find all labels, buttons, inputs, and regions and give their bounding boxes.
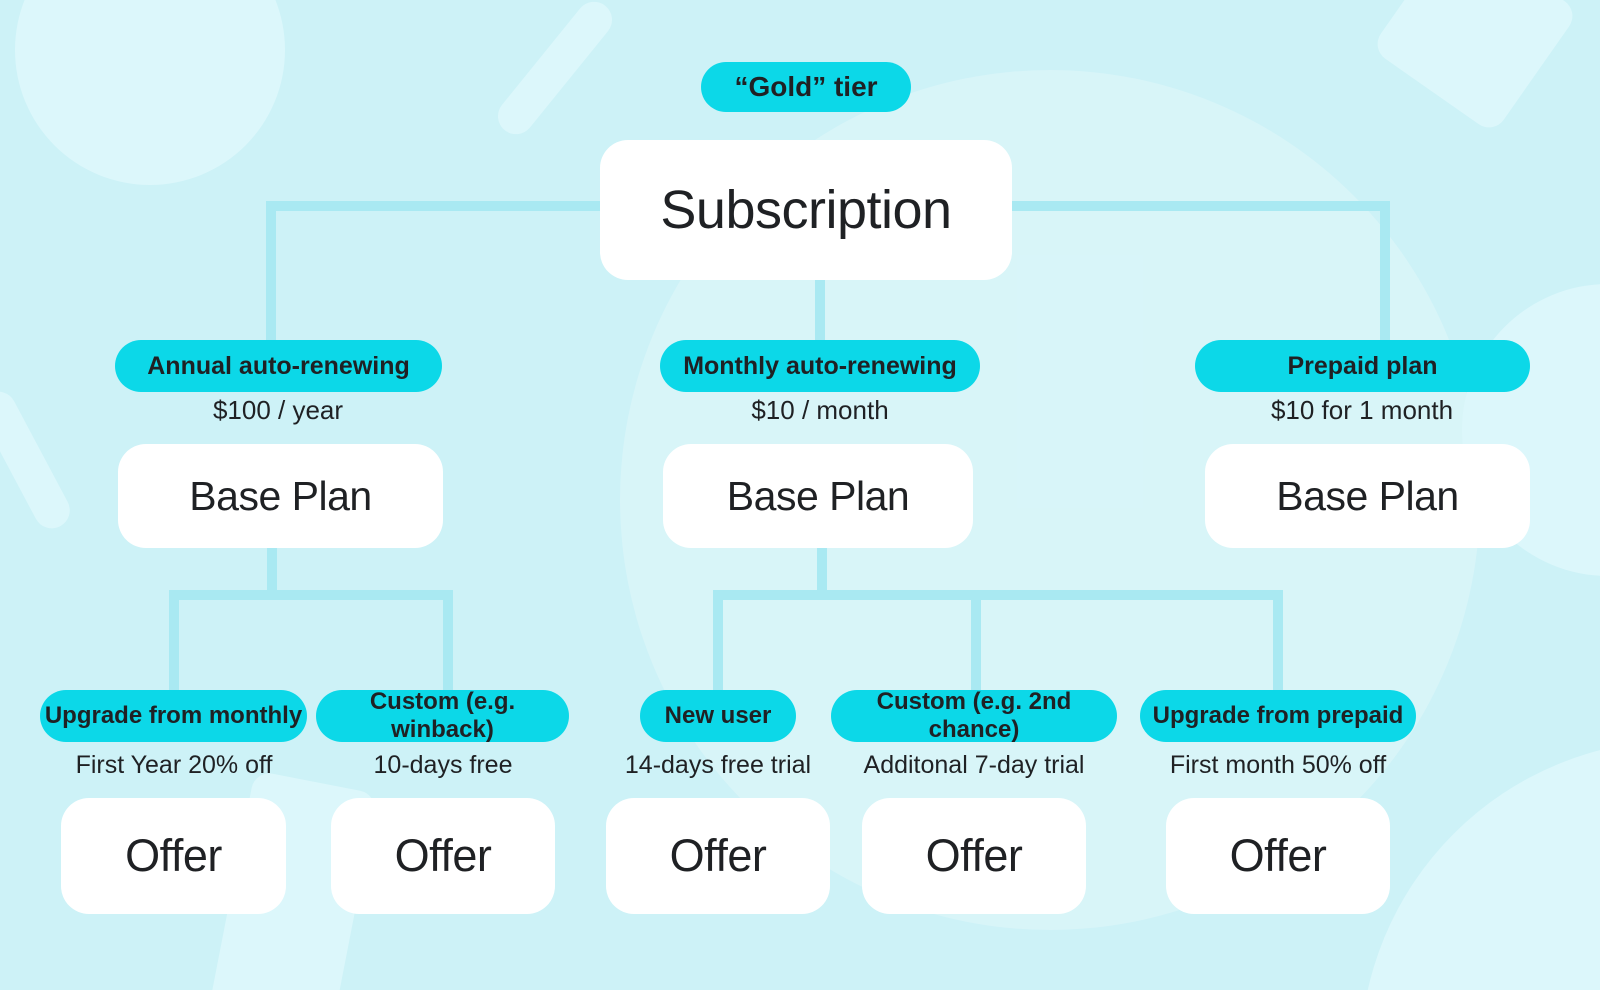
offer-caption-custom-winback: 10-days free <box>283 748 603 782</box>
tier-pill-label: “Gold” tier <box>734 71 878 102</box>
offer-box-custom-2nd-chance: Offer <box>862 798 1086 914</box>
offer-pill-new-user: New user <box>640 690 796 742</box>
connector-monthly-horizontal <box>713 590 1283 600</box>
offer-caption-upgrade-from-monthly: First Year 20% off <box>14 748 334 782</box>
branch-pill-annual: Annual auto-renewing <box>115 340 442 392</box>
branch-pill-monthly-label: Monthly auto-renewing <box>683 351 957 380</box>
offer-pill-upgrade-from-prepaid-label: Upgrade from prepaid <box>1152 702 1404 729</box>
offer-box-new-user-label: Offer <box>669 830 767 881</box>
offer-box-upgrade-from-monthly-label: Offer <box>125 830 222 881</box>
decoration-diamond-top-right <box>1370 0 1580 135</box>
offer-pill-upgrade-from-monthly-label: Upgrade from monthly <box>44 702 303 729</box>
offer-pill-custom-2nd-chance: Custom (e.g. 2nd chance) <box>831 688 1117 743</box>
base-plan-prepaid-label: Base Plan <box>1276 472 1459 519</box>
offer-box-custom-2nd-chance-label: Offer <box>925 830 1023 881</box>
offer-pill-new-user-label: New user <box>664 702 772 729</box>
offer-box-new-user: Offer <box>606 798 830 914</box>
connector-root-left-vertical <box>266 201 276 340</box>
decoration-circle-top-left <box>15 0 285 185</box>
connector-monthly-offer1-vertical <box>713 590 723 690</box>
connector-root-right-vertical <box>1380 201 1390 340</box>
offer-caption-upgrade-from-prepaid: First month 50% off <box>1118 748 1438 782</box>
offer-box-upgrade-from-prepaid: Offer <box>1166 798 1390 914</box>
connector-monthly-offer3-vertical <box>1273 590 1283 690</box>
branch-pill-prepaid-label: Prepaid plan <box>1287 351 1438 380</box>
connector-annual-stub <box>267 548 277 595</box>
branch-price-monthly-label: $10 / month <box>751 394 889 425</box>
tier-pill: “Gold” tier <box>701 62 911 112</box>
base-plan-monthly: Base Plan <box>663 444 973 548</box>
offer-box-custom-winback-label: Offer <box>394 830 492 881</box>
offer-caption-custom-winback-label: 10-days free <box>373 750 513 779</box>
base-plan-annual-label: Base Plan <box>189 472 372 519</box>
offer-box-upgrade-from-prepaid-label: Offer <box>1229 830 1327 881</box>
offer-pill-custom-2nd-chance-label: Custom (e.g. 2nd chance) <box>876 688 1072 743</box>
offer-pill-custom-winback-label: Custom (e.g. winback) <box>369 688 516 743</box>
offer-caption-upgrade-from-monthly-label: First Year 20% off <box>75 750 273 779</box>
offer-caption-new-user: 14-days free trial <box>558 748 878 782</box>
branch-pill-annual-label: Annual auto-renewing <box>147 351 410 380</box>
offer-caption-custom-2nd-chance: Additonal 7-day trial <box>814 748 1134 782</box>
branch-price-annual: $100 / year <box>128 392 428 428</box>
branch-price-prepaid: $10 for 1 month <box>1212 392 1512 428</box>
offer-pill-upgrade-from-monthly: Upgrade from monthly <box>40 690 307 742</box>
connector-root-middle-vertical <box>815 278 825 340</box>
base-plan-annual: Base Plan <box>118 444 443 548</box>
root-node-label: Subscription <box>660 180 952 240</box>
offer-caption-custom-2nd-chance-label: Additonal 7-day trial <box>863 750 1085 779</box>
connector-annual-offer1-vertical <box>169 590 179 690</box>
offer-box-custom-winback: Offer <box>331 798 555 914</box>
branch-price-monthly: $10 / month <box>670 392 970 428</box>
connector-monthly-stub <box>817 548 827 595</box>
connector-monthly-offer2-vertical <box>971 590 981 690</box>
decoration-stripe-top-center <box>490 0 620 142</box>
offer-caption-upgrade-from-prepaid-label: First month 50% off <box>1169 750 1387 779</box>
base-plan-monthly-label: Base Plan <box>726 472 910 519</box>
connector-root-right-horizontal <box>1010 201 1390 211</box>
connector-root-left-horizontal <box>266 201 602 211</box>
branch-pill-monthly: Monthly auto-renewing <box>660 340 980 392</box>
branch-pill-prepaid: Prepaid plan <box>1195 340 1530 392</box>
connector-annual-horizontal <box>169 590 453 600</box>
base-plan-prepaid: Base Plan <box>1205 444 1530 548</box>
root-node-subscription: Subscription <box>600 140 1012 280</box>
offer-pill-custom-winback: Custom (e.g. winback) <box>316 688 569 743</box>
connector-annual-offer2-vertical <box>443 590 453 690</box>
offer-pill-upgrade-from-prepaid: Upgrade from prepaid <box>1140 690 1416 742</box>
offer-box-upgrade-from-monthly: Offer <box>61 798 286 914</box>
branch-price-annual-label: $100 / year <box>212 394 344 425</box>
offer-caption-new-user-label: 14-days free trial <box>624 750 812 779</box>
branch-price-prepaid-label: $10 for 1 month <box>1270 394 1454 425</box>
decoration-stripe-left <box>0 385 77 535</box>
